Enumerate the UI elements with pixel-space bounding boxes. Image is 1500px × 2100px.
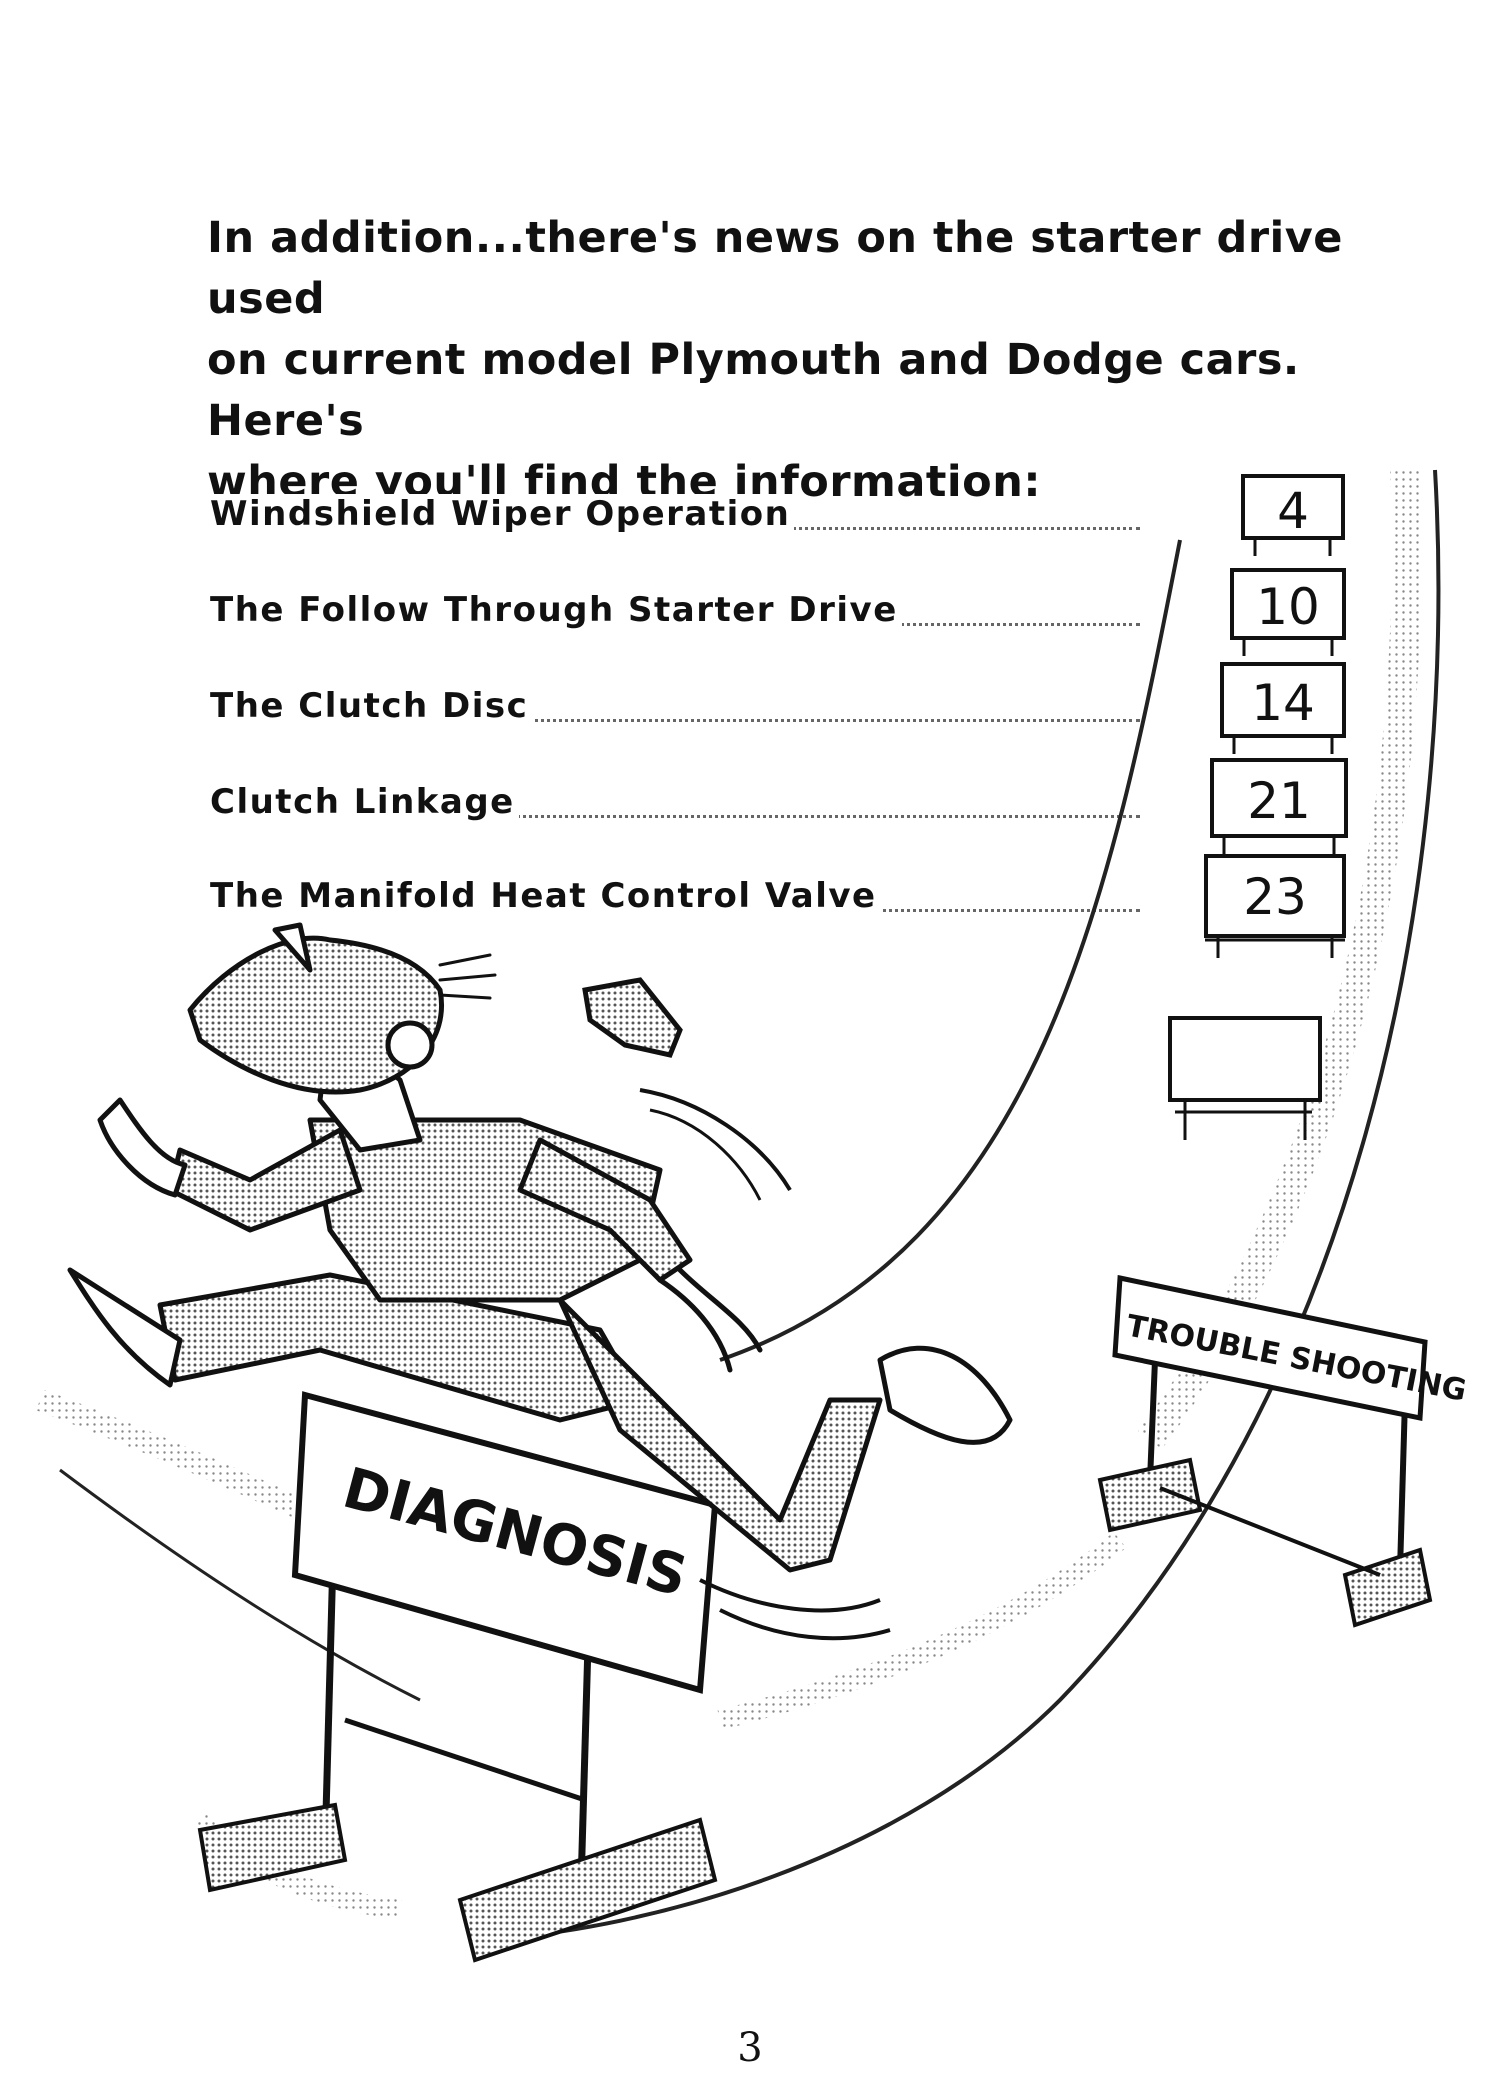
intro-line-1: In addition...there's news on the starte…: [207, 213, 1343, 324]
page-ref-23: 23: [1243, 868, 1307, 926]
toc-entry-title: The Manifold Heat Control Valve: [210, 876, 881, 916]
page-number-boards: 4 10 14 21 23: [1168, 474, 1348, 1140]
page-number: 3: [737, 2025, 763, 2071]
toc-entry-title: Clutch Linkage: [210, 782, 519, 822]
page-board-4: 4: [1241, 474, 1345, 556]
blank-board: [1168, 1016, 1322, 1140]
toc-entry-manifold-valve[interactable]: The Manifold Heat Control Valve: [210, 872, 1140, 922]
hurdle-diagnosis: DIAGNOSIS: [197, 1391, 719, 1963]
dot-leader: [210, 815, 1140, 818]
page-board-21: 21: [1210, 758, 1348, 856]
page-ref-21: 21: [1247, 772, 1311, 830]
page-board-23: 23: [1204, 854, 1346, 958]
runner-figure: [67, 922, 1013, 1573]
toc-entry-starter-drive[interactable]: The Follow Through Starter Drive: [210, 586, 1140, 636]
toc-entry-title: The Follow Through Starter Drive: [210, 590, 902, 630]
page-board-14: 14: [1220, 662, 1346, 754]
toc-entry-title: Windshield Wiper Operation: [210, 494, 795, 534]
hurdle-trouble-shooting: TROUBLE SHOOTING: [1097, 1274, 1469, 1628]
toc-entry-clutch-linkage[interactable]: Clutch Linkage: [210, 778, 1140, 828]
toc-entry-title: The Clutch Disc: [210, 686, 533, 726]
toc-entry-clutch-disc[interactable]: The Clutch Disc: [210, 682, 1140, 732]
intro-line-2: on current model Plymouth and Dodge cars…: [207, 335, 1300, 446]
page-ref-10: 10: [1256, 578, 1320, 636]
page-ref-4: 4: [1277, 482, 1309, 540]
dot-leader: [210, 719, 1140, 722]
toc-entry-wiper[interactable]: Windshield Wiper Operation: [210, 490, 1140, 540]
motion-lines: [699, 1578, 891, 1641]
page-board-10: 10: [1230, 568, 1346, 656]
flying-hat: [582, 977, 792, 1201]
page-ref-14: 14: [1251, 674, 1315, 732]
